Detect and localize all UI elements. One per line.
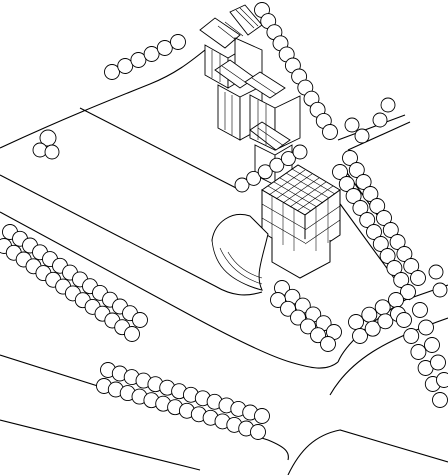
tree-icon: [258, 165, 272, 179]
street-diagonal-lower: [0, 212, 338, 368]
street-south-upper: [0, 355, 288, 460]
tree-icon: [437, 373, 448, 388]
tree-icon: [373, 237, 388, 252]
tree-icon: [431, 355, 446, 370]
street-diagonal-upper: [0, 175, 262, 295]
street-south-lower: [0, 420, 200, 470]
tree-icon: [433, 393, 448, 408]
curved-hall: [212, 214, 268, 290]
tree-icon: [157, 41, 172, 56]
street-north-edge: [0, 50, 205, 148]
main-building-annex: [272, 238, 330, 278]
tree-icon: [255, 409, 270, 424]
tree-icon: [281, 301, 296, 316]
street-southeast-a: [288, 430, 448, 475]
tree-icon: [144, 47, 159, 62]
tree-icon: [425, 338, 440, 353]
tree-icon: [367, 225, 382, 240]
tree-icon: [270, 158, 284, 172]
tree-icon: [390, 235, 405, 250]
tree-icon: [394, 273, 409, 288]
tree-icon: [383, 223, 398, 238]
tree-icon: [133, 313, 148, 328]
tree-icon: [343, 151, 358, 166]
tree-icon: [389, 293, 404, 308]
tree-icon: [45, 145, 59, 159]
tree-icon: [378, 314, 393, 329]
tree-icon: [411, 271, 426, 286]
tree-icon: [247, 171, 261, 185]
tree-icon: [413, 303, 428, 318]
tree-icon: [353, 329, 368, 344]
trees: [0, 3, 448, 440]
tree-icon: [429, 265, 443, 279]
tree-icon: [377, 211, 392, 226]
main-building: [262, 165, 340, 278]
tree-icon: [433, 283, 447, 297]
tree-icon: [349, 163, 364, 178]
tree-icon: [291, 310, 306, 325]
tree-icon: [171, 35, 186, 50]
streets: [0, 50, 448, 475]
tree-icon: [235, 178, 249, 192]
tree-icon: [370, 199, 385, 214]
tree-icon: [323, 125, 338, 140]
tree-icon: [404, 259, 419, 274]
tree-icon: [346, 189, 361, 204]
tree-icon: [365, 321, 380, 336]
tree-icon: [339, 177, 354, 192]
street-north-inner: [80, 108, 240, 190]
tree-icon: [411, 345, 426, 360]
tree-icon: [419, 320, 434, 335]
tree-icon: [271, 293, 286, 308]
tree-icon: [404, 329, 419, 344]
tree-icon: [375, 300, 390, 315]
tree-icon: [345, 118, 359, 132]
tree-icon: [301, 319, 316, 334]
main-building-grid: [262, 169, 340, 251]
tree-icon: [353, 201, 368, 216]
tree-icon: [401, 285, 416, 300]
street-east-top-b: [348, 122, 410, 150]
curved-hall-wall: [212, 240, 262, 290]
tree-icon: [363, 187, 378, 202]
tree-icon: [118, 59, 133, 74]
tree-icon: [381, 98, 395, 112]
tree-icon: [373, 113, 387, 127]
tree-icon: [387, 261, 402, 276]
tree-icon: [311, 328, 326, 343]
tree-icon: [321, 337, 336, 352]
tree-icon: [293, 145, 307, 159]
street-east-top: [338, 115, 405, 140]
tree-icon: [125, 327, 140, 342]
tree-icon: [349, 315, 364, 330]
tree-icon: [281, 152, 295, 166]
tree-icon: [131, 53, 146, 68]
tree-icon: [355, 129, 369, 143]
tree-icon: [360, 213, 375, 228]
tree-icon: [105, 65, 120, 80]
tree-icon: [397, 313, 412, 328]
tree-icon: [251, 425, 266, 440]
tree-icon: [397, 247, 412, 262]
tree-icon: [380, 249, 395, 264]
tree-icon: [362, 307, 377, 322]
terraced-housing-block: [200, 5, 300, 185]
tree-icon: [356, 175, 371, 190]
tree-icon: [333, 165, 348, 180]
